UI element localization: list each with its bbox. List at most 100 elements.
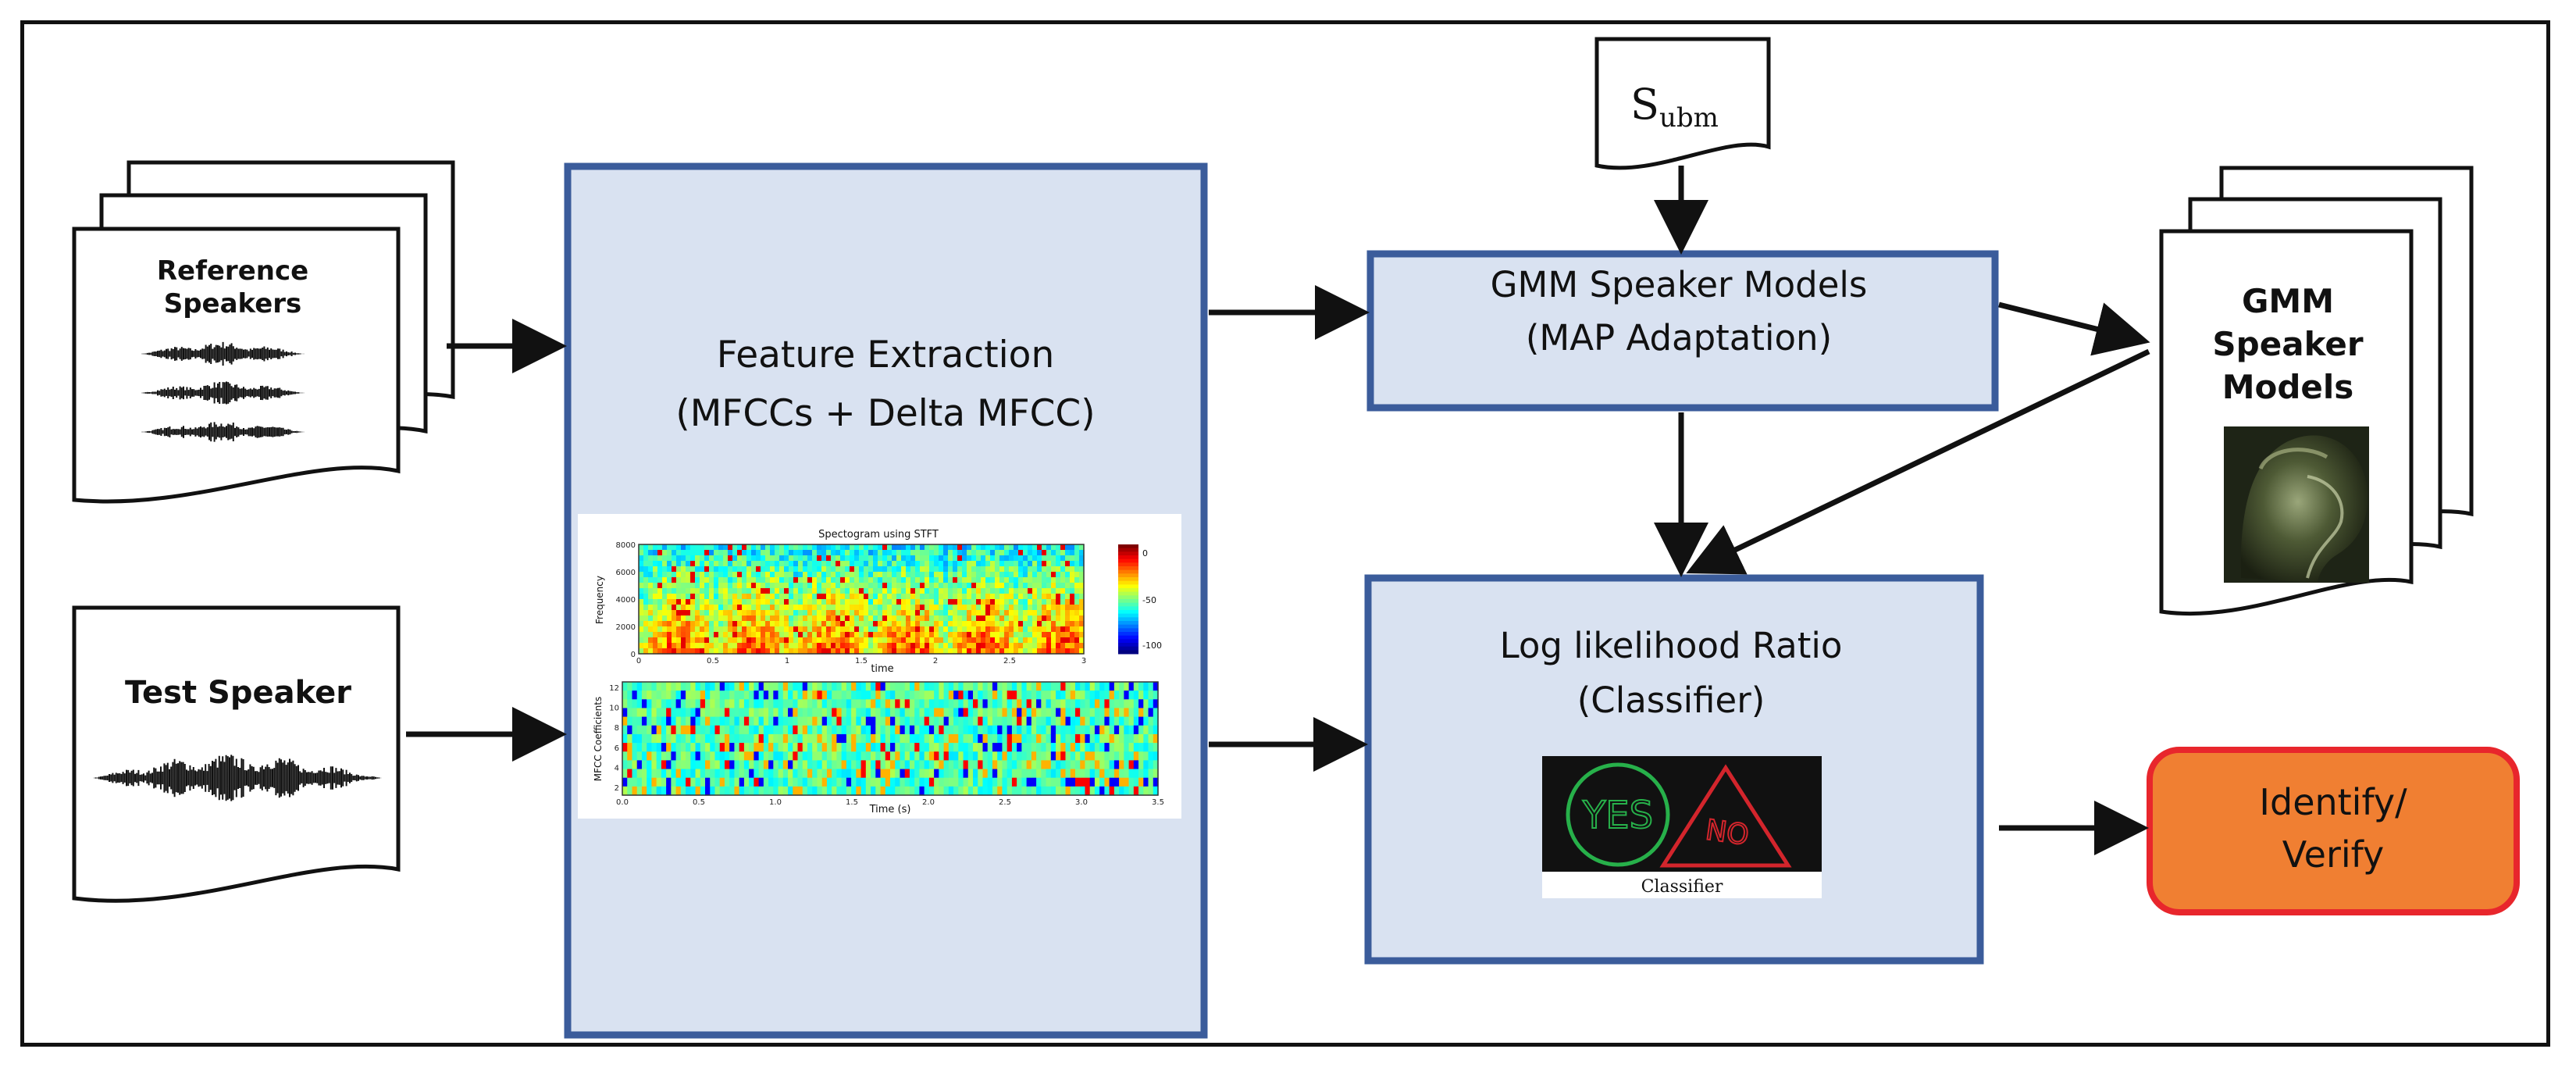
mfcc-cell [939,682,945,691]
spectrogram-cell [653,648,658,655]
mfcc-cell [1113,708,1120,718]
spectrogram-cell [798,561,803,567]
mfcc-cell [1089,733,1096,744]
spectrogram-cell [826,572,832,578]
spectrogram-cell [761,583,766,589]
mfcc-cell [1060,716,1067,726]
spectrogram-cell [962,605,967,611]
mfcc-cell [1050,716,1056,726]
spectrogram-cell [906,561,911,567]
mfcc-cell [1031,733,1037,744]
spectrogram-cell [756,637,761,644]
mfcc-cell [666,716,672,726]
spectrogram-cell [803,610,808,616]
spectrogram-cell [882,550,888,556]
spectrogram-cell [896,572,902,578]
mfcc-cell [875,751,882,761]
mfcc-cell [1021,743,1028,752]
mfcc-cell [788,690,793,700]
mfcc-cell [1007,769,1013,779]
spectrogram-cell [854,566,860,573]
mfcc-cell [1056,777,1061,787]
spectrogram-cell [929,583,935,589]
spectrogram-cell [826,577,832,583]
mfcc-cell [763,777,769,787]
mfcc-cell [1109,708,1115,718]
mfcc-cell [943,751,950,761]
spectrogram-cell [704,583,710,589]
spectrogram-cell [803,643,808,649]
mfcc-cell [1128,716,1135,726]
spectrogram-cell [765,583,771,589]
spectrogram-cell [981,605,986,611]
spectrogram-cell [1074,599,1080,605]
spectrogram-cell [1056,643,1061,649]
spectrogram-cell [798,555,803,562]
spectrogram-cell [915,577,921,583]
mfcc-cell [686,760,691,770]
mfcc-cell [997,751,1003,761]
spectrogram-cell [934,566,939,573]
mfcc-cell [973,777,978,787]
mfcc-cell [992,777,998,787]
spectrogram-cell [746,566,752,573]
mfcc-cell [773,777,779,787]
mfcc-cell [895,751,901,761]
mfcc-cell [943,690,950,700]
spectrogram-cell [1042,615,1047,622]
spectrogram-cell [789,544,794,551]
spectrogram-cell [971,643,977,649]
spectrogram-cell [1079,550,1085,556]
spectrogram-cell [896,555,902,562]
spectrogram-cell [1014,605,1019,611]
mfcc-cell [763,699,769,709]
mfcc-cell [627,751,633,761]
spectrogram-cell [1032,577,1038,583]
spectrogram-cell [840,637,846,644]
mfcc-cell [754,769,760,779]
spectrogram-cell [765,605,771,611]
spectrogram-cell [845,610,850,616]
mfcc-cell [1133,725,1139,735]
spectrogram-cell [859,555,864,562]
spectrogram-cell [957,599,963,605]
spectrogram-cell [728,588,733,594]
mfcc-cell [782,760,789,770]
mfcc-cell [719,760,725,770]
mfcc-cell [1138,786,1144,796]
spectrogram-cell [840,626,846,633]
spectrogram-cell [929,544,935,551]
spectrogram-cell [840,610,846,616]
spectrogram-cell [723,643,729,649]
spectrogram-cell [765,637,771,644]
spectrogram-cell [901,626,907,633]
mfcc-cell [948,725,954,735]
spectrogram-cell [929,605,935,611]
spectrogram-cell [887,599,893,605]
mfcc-cell [895,733,901,744]
spectrogram-cell [845,566,850,573]
mfcc-cell [890,743,896,752]
spectrogram-cell [920,605,925,611]
spectrogram-cell [723,566,729,573]
mfcc-cell [778,733,784,744]
spectrogram-cell [962,588,967,594]
mfcc-cell [1011,690,1017,700]
spectrogram-cell [643,610,649,616]
mfcc-cell [904,743,910,752]
mfcc-cell [743,786,750,796]
mfcc-cell [1031,716,1037,726]
spectrogram-cell [695,550,700,556]
mfcc-cell [924,682,930,691]
spectrogram-cell [976,555,982,562]
spectrogram-cell [817,599,822,605]
spectrogram-cell [756,599,761,605]
classifier-caption: Classifier [1641,877,1723,897]
mfcc-cell [710,769,716,779]
spectrogram-cell [643,588,649,594]
spectrogram-cell [882,561,888,567]
mfcc-cell [622,682,628,691]
spectrogram-cell [882,632,888,638]
spectrogram-cell [920,594,925,600]
mfcc-cell [982,699,989,709]
